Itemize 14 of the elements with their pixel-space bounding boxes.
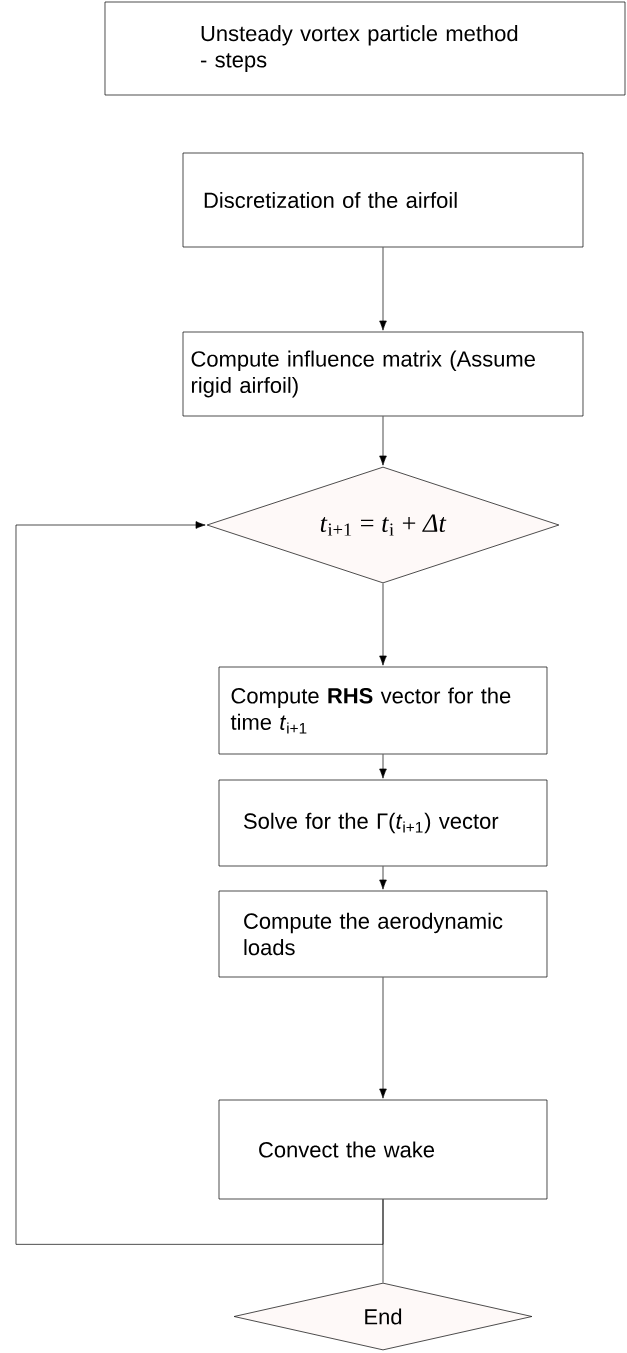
arrow	[379, 416, 387, 466]
process-box: Compute influence matrix (Assume rigid airfoil)	[182, 331, 584, 417]
arrow	[379, 754, 387, 779]
arrow	[15, 521, 384, 1245]
process-box: Unsteady vortex particle method - steps	[104, 1, 626, 96]
arrow	[379, 247, 387, 331]
process-box: Compute the aerodynamic loads	[218, 890, 548, 978]
arrow	[379, 583, 387, 666]
arrow	[379, 977, 387, 1099]
arrow	[379, 866, 387, 890]
process-box: Compute RHS vector for the time t$_{i+1}$	[218, 666, 548, 755]
process-box: Solve for the Γ(t$_{i+1}$) vector	[218, 779, 548, 867]
process-box: Convect the wake	[218, 1099, 548, 1200]
process-box: Discretization of the airfoil	[182, 152, 584, 248]
